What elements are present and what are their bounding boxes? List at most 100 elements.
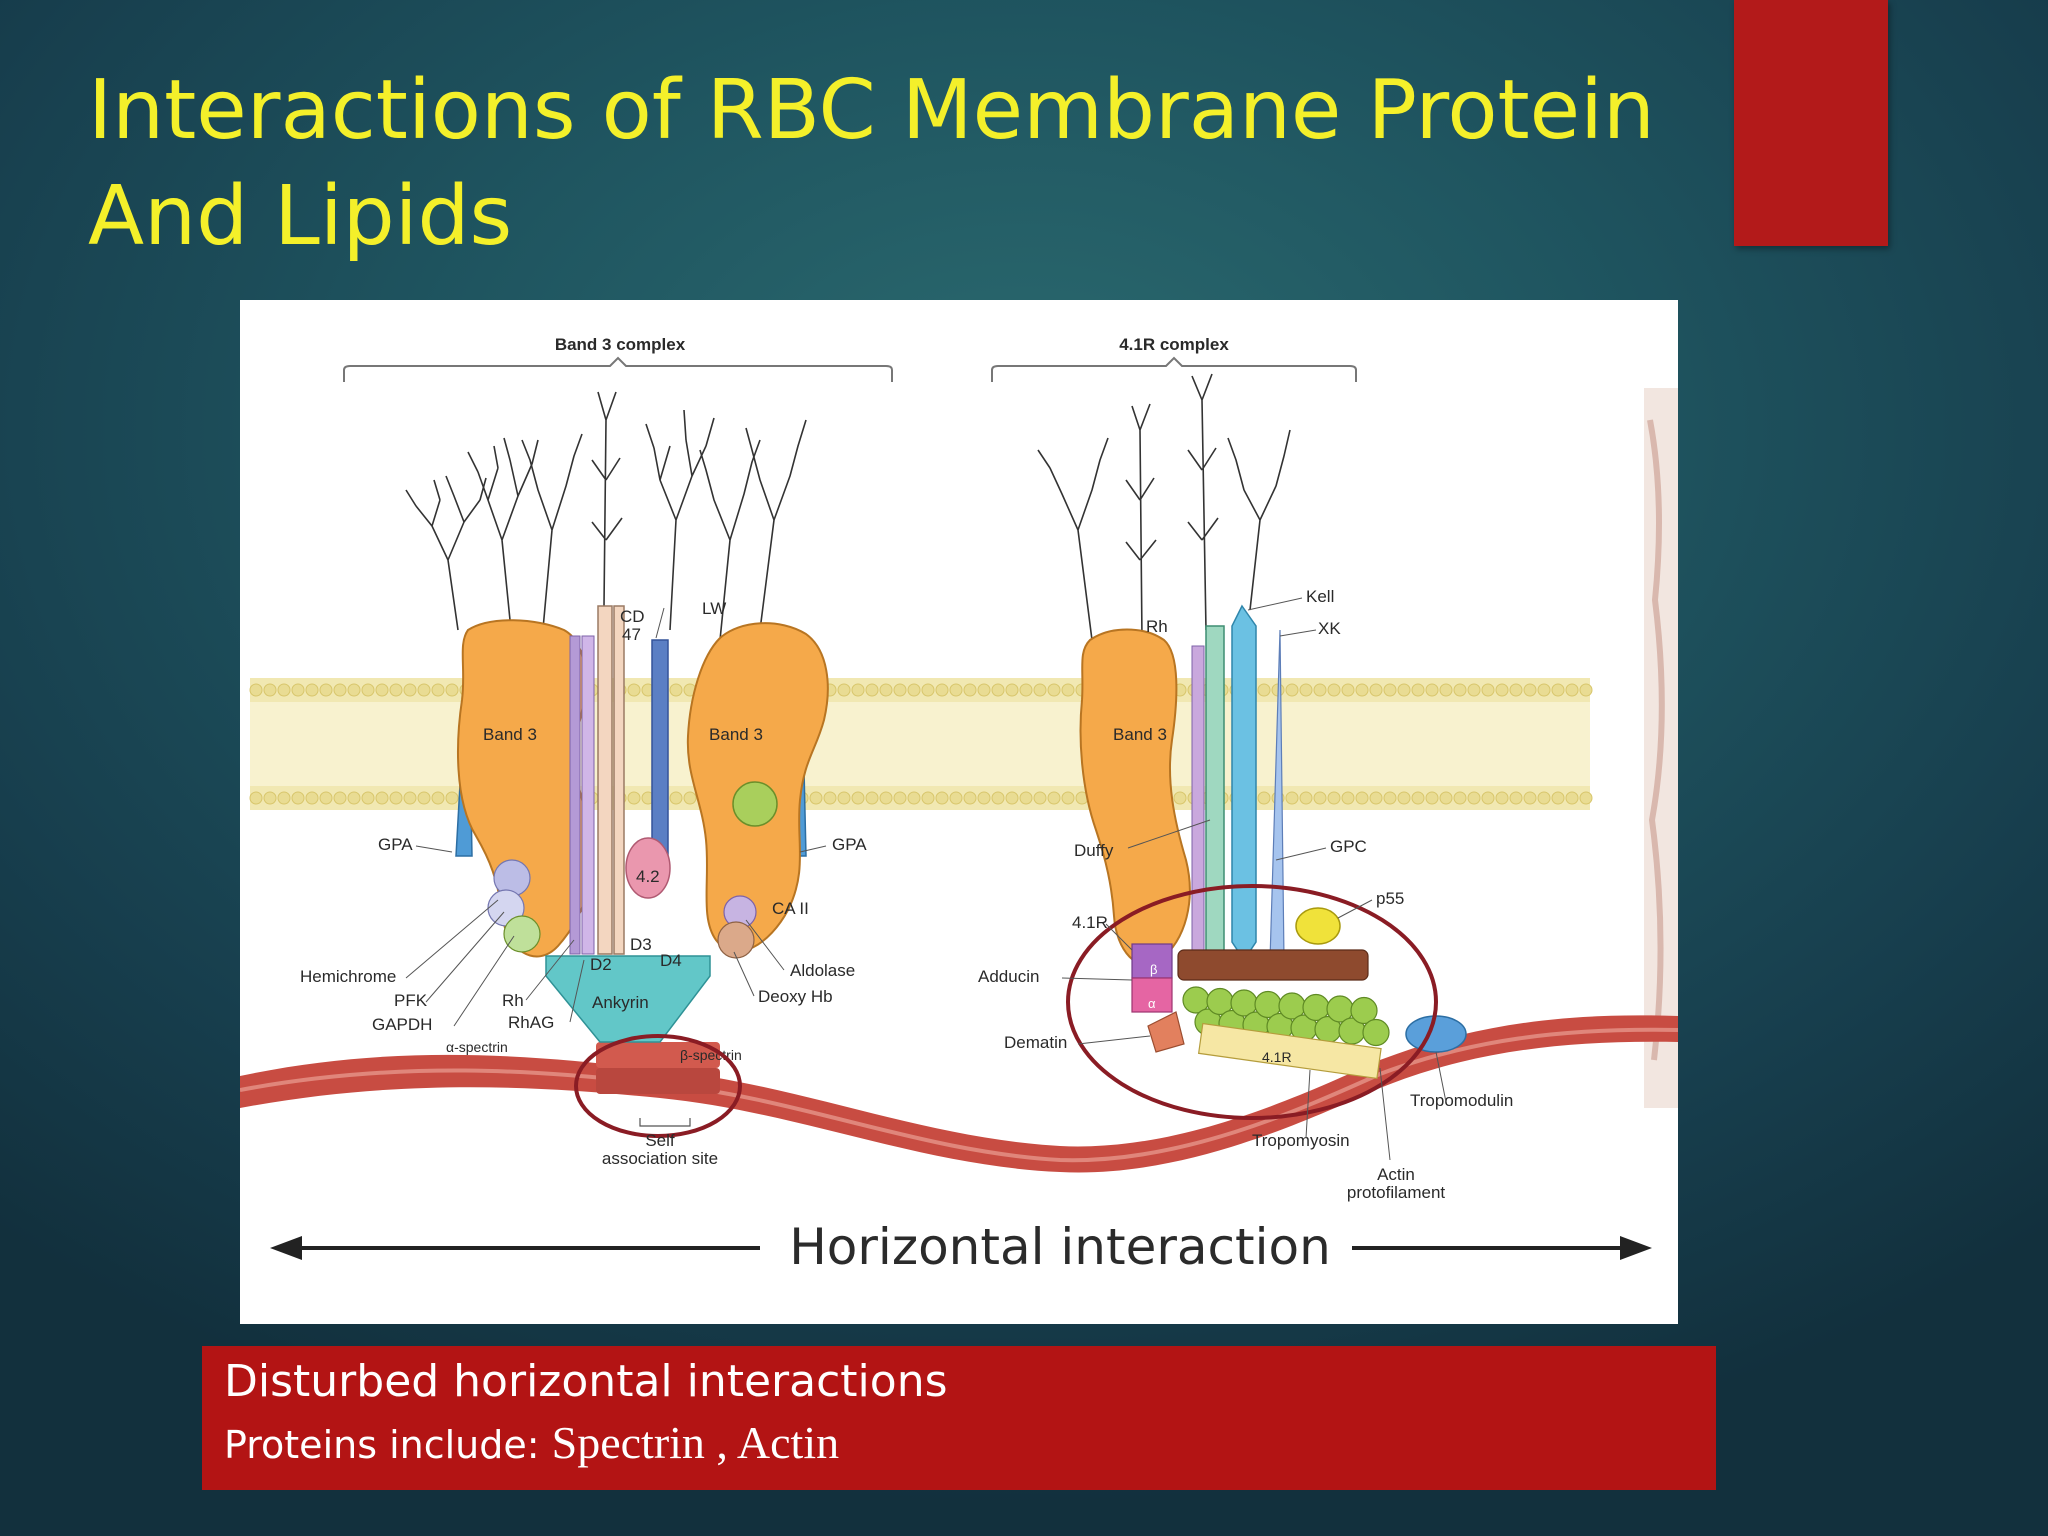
- d4-label: D4: [660, 951, 682, 970]
- ankyrin: [545, 955, 711, 1043]
- lipid-head: [403, 791, 417, 805]
- lipid-head: [907, 791, 921, 805]
- lipid-head: [319, 683, 333, 697]
- lipid-head: [1061, 683, 1075, 697]
- actin-protofilament: [1182, 986, 1390, 1047]
- lipid-head: [669, 791, 683, 805]
- lipid-head: [1565, 683, 1579, 697]
- lipid-head: [1299, 683, 1313, 697]
- d2-label: D2: [590, 955, 612, 974]
- lipid-head: [1061, 791, 1075, 805]
- protein-42-label: 4.2: [636, 867, 660, 886]
- kell-protein: [1231, 604, 1257, 962]
- lipid-head: [669, 683, 683, 697]
- lipid-head: [1411, 791, 1425, 805]
- lipid-head: [1495, 683, 1509, 697]
- lipid-head: [991, 683, 1005, 697]
- lipid-head: [361, 683, 375, 697]
- lipid-head: [347, 683, 361, 697]
- junctional-complex-highlight: [1066, 884, 1438, 1120]
- lipid-head: [1019, 791, 1033, 805]
- lw-protein: [651, 639, 669, 861]
- lipid-head: [851, 791, 865, 805]
- lipid-head: [977, 791, 991, 805]
- lipid-head: [1285, 683, 1299, 697]
- lipid-head: [1047, 791, 1061, 805]
- rh-right: [1191, 645, 1205, 957]
- band3-complex-label: Band 3 complex: [555, 335, 686, 354]
- rh-left: [569, 635, 581, 955]
- kell-label: Kell: [1306, 587, 1334, 606]
- lipid-head: [431, 791, 445, 805]
- band3-label-b: Band 3: [709, 725, 763, 744]
- rhag-label: RhAG: [508, 1013, 554, 1032]
- p55: [1295, 907, 1341, 945]
- lipid-head: [1005, 683, 1019, 697]
- lipid-head: [851, 683, 865, 697]
- lipid-head: [1439, 791, 1453, 805]
- lipid-head: [389, 683, 403, 697]
- lipid-head: [1257, 791, 1271, 805]
- lipid-head: [1369, 791, 1383, 805]
- lipid-head: [375, 791, 389, 805]
- lipid-head: [977, 683, 991, 697]
- lipid-head: [1299, 791, 1313, 805]
- lipid-head: [305, 683, 319, 697]
- lipid-head: [1033, 791, 1047, 805]
- lipid-head: [949, 683, 963, 697]
- gapdh: [503, 915, 541, 953]
- slide-title: Interactions of RBC Membrane Protein And…: [88, 63, 1655, 264]
- lipid-head: [249, 683, 263, 697]
- lipid-head: [879, 791, 893, 805]
- lipid-head: [319, 791, 333, 805]
- lipid-head: [627, 683, 641, 697]
- duffy-label: Duffy: [1074, 841, 1114, 860]
- r41-protein: [1197, 1022, 1382, 1080]
- lipid-head: [683, 791, 697, 805]
- lipid-head: [627, 791, 641, 805]
- lipid-head: [1313, 791, 1327, 805]
- lipid-head: [935, 683, 949, 697]
- rhag: [581, 635, 595, 955]
- lipid-head: [263, 791, 277, 805]
- lipid-head: [865, 791, 879, 805]
- ankyrin-label: Ankyrin: [592, 993, 649, 1012]
- band3-complex-bracket: [343, 356, 893, 382]
- lipid-head: [837, 791, 851, 805]
- lw-label: LW: [702, 599, 726, 618]
- lipid-head: [921, 683, 935, 697]
- actin-bead: [1350, 996, 1378, 1025]
- dematin-label: Dematin: [1004, 1033, 1067, 1052]
- right-leader-lines: [1061, 597, 1447, 1161]
- arrow-right-head: [1620, 1236, 1652, 1260]
- lipid-head: [389, 791, 403, 805]
- lipid-head: [1495, 791, 1509, 805]
- lipid-head: [963, 683, 977, 697]
- lipid-head: [1383, 683, 1397, 697]
- lipid-head: [403, 683, 417, 697]
- note-line-2: Proteins include: Spectrin , Actin: [224, 1412, 1716, 1476]
- gpa-right-label: GPA: [832, 835, 867, 854]
- lipid-head: [1313, 683, 1327, 697]
- membrane-diagram-svg: Band 3 complex 4.1R complex: [240, 335, 1678, 1276]
- protein-42: [625, 837, 671, 899]
- spectrin-network: [240, 1015, 1678, 1173]
- lipid-head: [949, 791, 963, 805]
- lipid-head: [1425, 791, 1439, 805]
- lipid-head: [935, 791, 949, 805]
- lipid-head: [305, 791, 319, 805]
- membrane-diagram: Band 3 complex 4.1R complex: [240, 300, 1678, 1324]
- lipid-head: [1257, 683, 1271, 697]
- lipid-head: [1397, 791, 1411, 805]
- lipid-head: [445, 683, 459, 697]
- d3-label: D3: [630, 935, 652, 954]
- lipid-head: [1005, 791, 1019, 805]
- lipid-head: [1383, 791, 1397, 805]
- lipid-head: [1355, 683, 1369, 697]
- lipid-head: [417, 683, 431, 697]
- lipid-head: [1411, 683, 1425, 697]
- adducin-alpha: [1131, 977, 1173, 1013]
